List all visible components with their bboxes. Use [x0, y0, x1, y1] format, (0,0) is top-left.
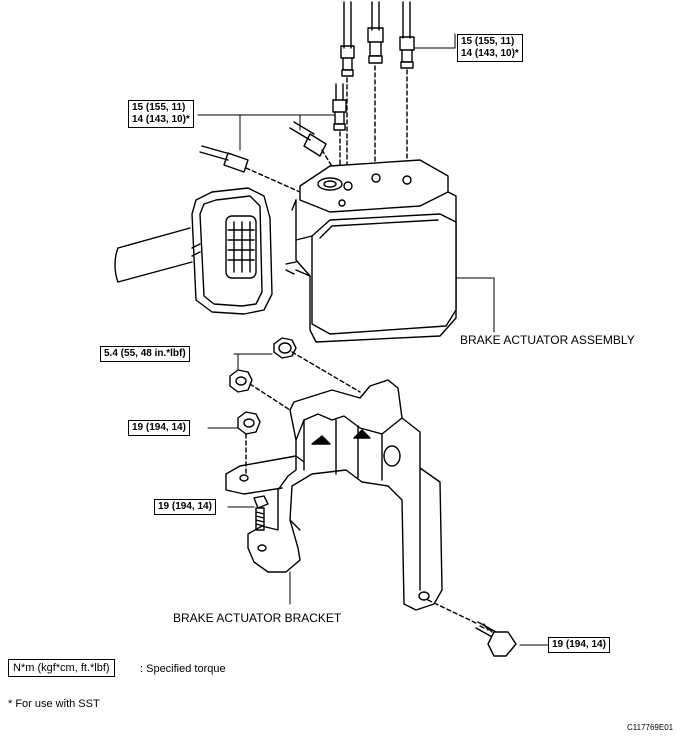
torque-line-1: 15 (155, 11): [132, 102, 186, 113]
torque-value: 5.4 (55, 48 in.*lbf): [104, 348, 186, 359]
torque-line-1: 15 (155, 11): [461, 36, 515, 47]
legend-unit-box: N*m (kgf*cm, ft.*lbf): [8, 659, 115, 677]
leader-lines-top: [197, 33, 456, 151]
torque-box-left-nut: 19 (194, 14): [128, 420, 190, 436]
legend-unit-text: : Specified torque: [140, 663, 226, 675]
label-brake-actuator-assembly: BRAKE ACTUATOR ASSEMBLY: [460, 333, 635, 347]
figure-code: C117769E01: [627, 723, 674, 732]
nuts: [207, 337, 361, 475]
torque-box-top-right: 15 (155, 11) 14 (143, 10)*: [457, 34, 523, 62]
brake-actuator-assembly-shape: [114, 159, 495, 343]
torque-value: 19 (194, 14): [552, 639, 606, 650]
label-brake-actuator-bracket: BRAKE ACTUATOR BRACKET: [173, 611, 342, 625]
brake-lines-top: [199, 1, 415, 201]
torque-box-top-left: 15 (155, 11) 14 (143, 10)*: [128, 100, 194, 128]
torque-box-left-bolt: 19 (194, 14): [154, 499, 216, 515]
brake-actuator-bracket-shape: [225, 379, 443, 611]
torque-value: 19 (194, 14): [158, 501, 212, 512]
torque-box-mid-nut: 5.4 (55, 48 in.*lbf): [100, 346, 190, 362]
torque-line-2: 14 (143, 10)*: [461, 48, 519, 59]
bolts: [227, 495, 549, 657]
torque-value: 19 (194, 14): [132, 422, 186, 433]
torque-box-bottom-bolt: 19 (194, 14): [548, 637, 610, 653]
torque-line-2: 14 (143, 10)*: [132, 114, 190, 125]
legend-footnote: * For use with SST: [8, 698, 100, 710]
